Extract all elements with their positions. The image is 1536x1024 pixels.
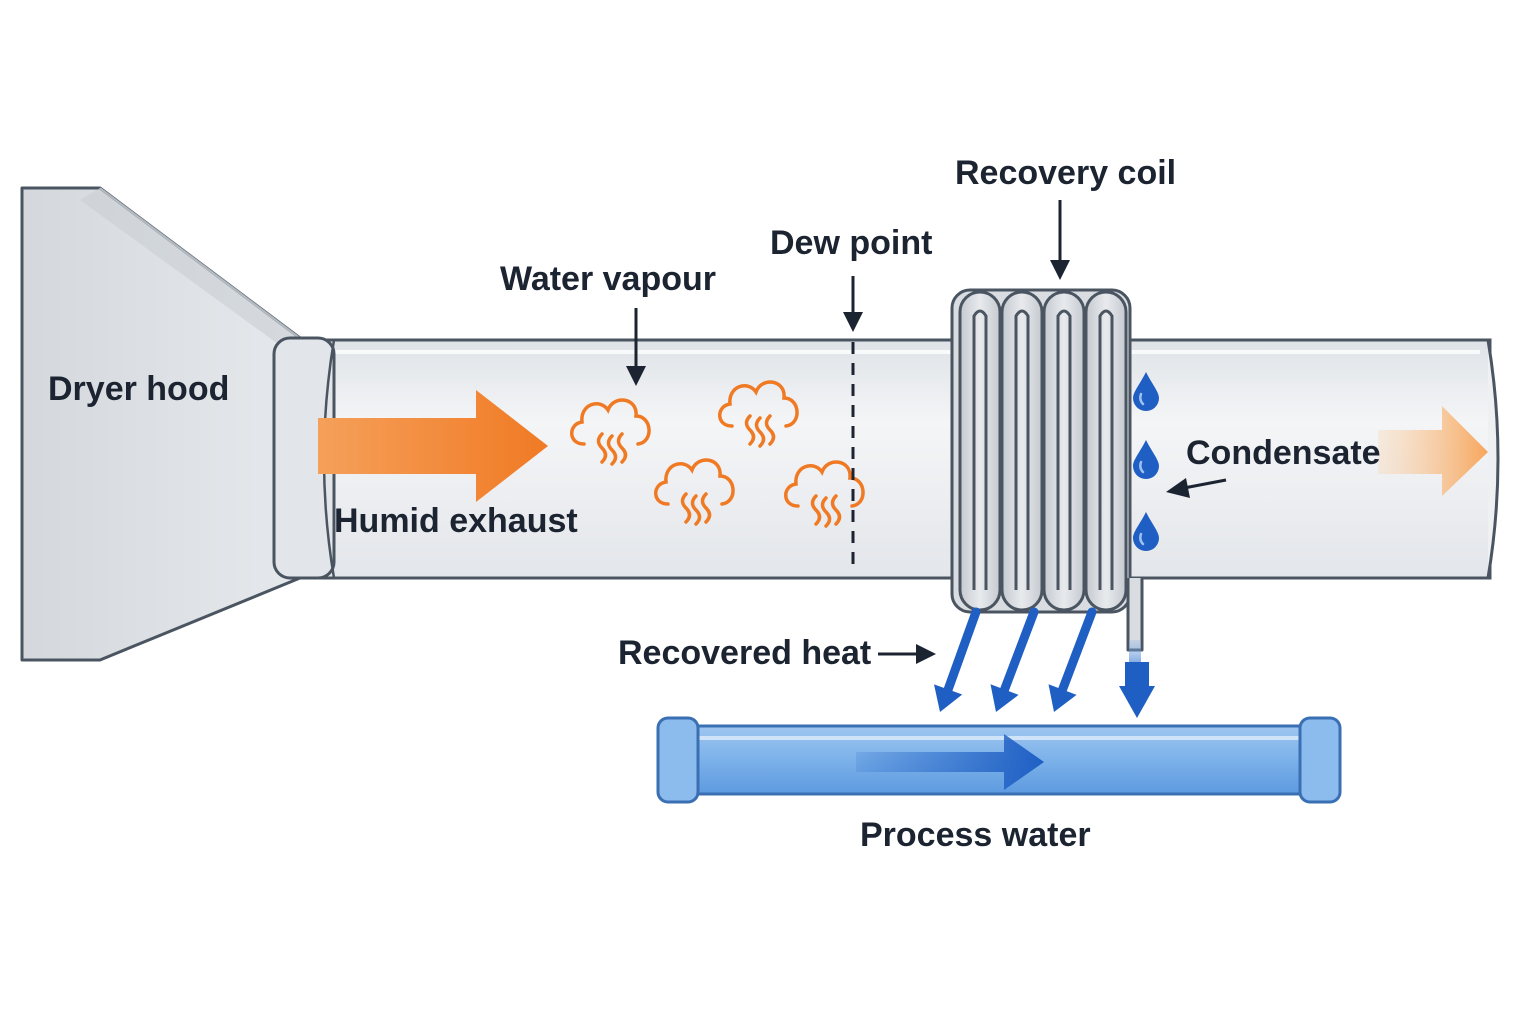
water-drop-icon bbox=[1133, 372, 1159, 411]
humid-exhaust-arrow bbox=[318, 390, 548, 502]
dryer-hood bbox=[20, 186, 302, 662]
condensate-label: Condensate bbox=[1186, 434, 1381, 472]
condensate-drops bbox=[1133, 372, 1159, 551]
heat-transfer-arrow bbox=[990, 607, 1039, 712]
heat-transfer-arrow bbox=[1048, 607, 1097, 712]
recovery-coil bbox=[950, 288, 1132, 614]
recovered-heat-arrows bbox=[934, 607, 1097, 712]
water-vapour-clouds bbox=[570, 380, 865, 528]
coil-tube bbox=[1000, 290, 1044, 612]
process-water-label: Process water bbox=[860, 816, 1091, 854]
humid-exhaust-label: Humid exhaust bbox=[334, 502, 578, 540]
water-vapour-label: Water vapour bbox=[500, 260, 716, 298]
steam-cloud-icon bbox=[570, 398, 651, 466]
dryer-hood-label: Dryer hood bbox=[48, 370, 229, 408]
heat-transfer-arrow bbox=[934, 607, 981, 712]
process-water-flow-arrow bbox=[856, 734, 1044, 790]
coil-tube bbox=[1042, 290, 1086, 612]
leader-arrows bbox=[626, 200, 1227, 664]
recovered-heat-label: Recovered heat bbox=[618, 634, 871, 672]
process-water-pipe bbox=[656, 716, 1342, 804]
condensate-drain-pipe bbox=[1119, 578, 1155, 718]
coil-tube bbox=[958, 290, 1002, 612]
dew-point-label: Dew point bbox=[770, 224, 932, 262]
outlet-flow-arrow bbox=[1378, 406, 1488, 496]
steam-cloud-icon bbox=[784, 460, 865, 528]
water-drop-icon bbox=[1133, 512, 1159, 551]
steam-cloud-icon bbox=[718, 380, 799, 448]
steam-cloud-icon bbox=[654, 458, 735, 526]
recovery-coil-label: Recovery coil bbox=[955, 154, 1176, 192]
water-drop-icon bbox=[1133, 440, 1159, 479]
coil-tube bbox=[1084, 290, 1128, 612]
